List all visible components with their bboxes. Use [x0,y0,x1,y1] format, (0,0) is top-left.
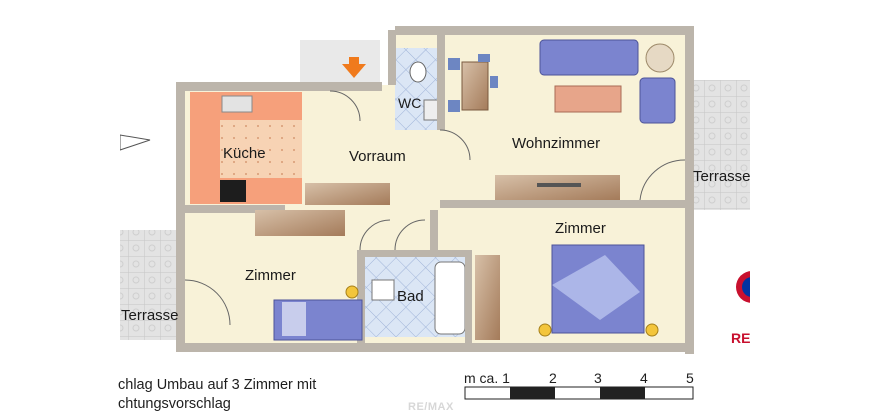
room-terrasse-right: Terrasse [693,168,751,185]
round-table [645,43,675,73]
room-vorraum: Vorraum [349,148,406,165]
dining-table [461,61,489,111]
scale-tick-2: 2 [549,370,557,386]
watermark: RE/MAX [408,401,454,413]
scale-tick-3: 3 [594,370,602,386]
room-wc: WC [398,95,422,111]
toilet [409,61,427,83]
caption-line-1: chlag Umbau auf 3 Zimmer mit [118,377,317,393]
entrance-arrow [342,64,366,78]
scale-bar [464,386,694,400]
room-wohnzimmer: Wohnzimmer [512,135,601,152]
room-bad: Bad [397,288,424,305]
room-kueche: Küche [223,145,266,162]
kitchen-floor [220,120,302,178]
scale-tick-4: 4 [640,370,648,386]
walls [176,26,694,354]
armchair [639,77,676,124]
room-terrasse-left: Terrasse [121,307,179,324]
room-zimmer-left: Zimmer [245,267,296,284]
scale-prefix: m ca. 1 [464,370,510,386]
tv-cabinet [495,175,620,200]
room-zimmer-right: Zimmer [555,220,606,237]
coffee-table [554,85,622,113]
bathtub [434,261,466,335]
terrace-right-area [690,80,750,210]
logo-text: RE [731,330,751,346]
sofa [539,39,639,76]
sink [221,95,253,113]
hall-cabinet [305,183,390,205]
stove [220,180,246,202]
terrace-left-area [120,230,180,340]
scale-tick-5: 5 [686,370,694,386]
caption-line-2: chtungsvorschlag [118,396,231,412]
